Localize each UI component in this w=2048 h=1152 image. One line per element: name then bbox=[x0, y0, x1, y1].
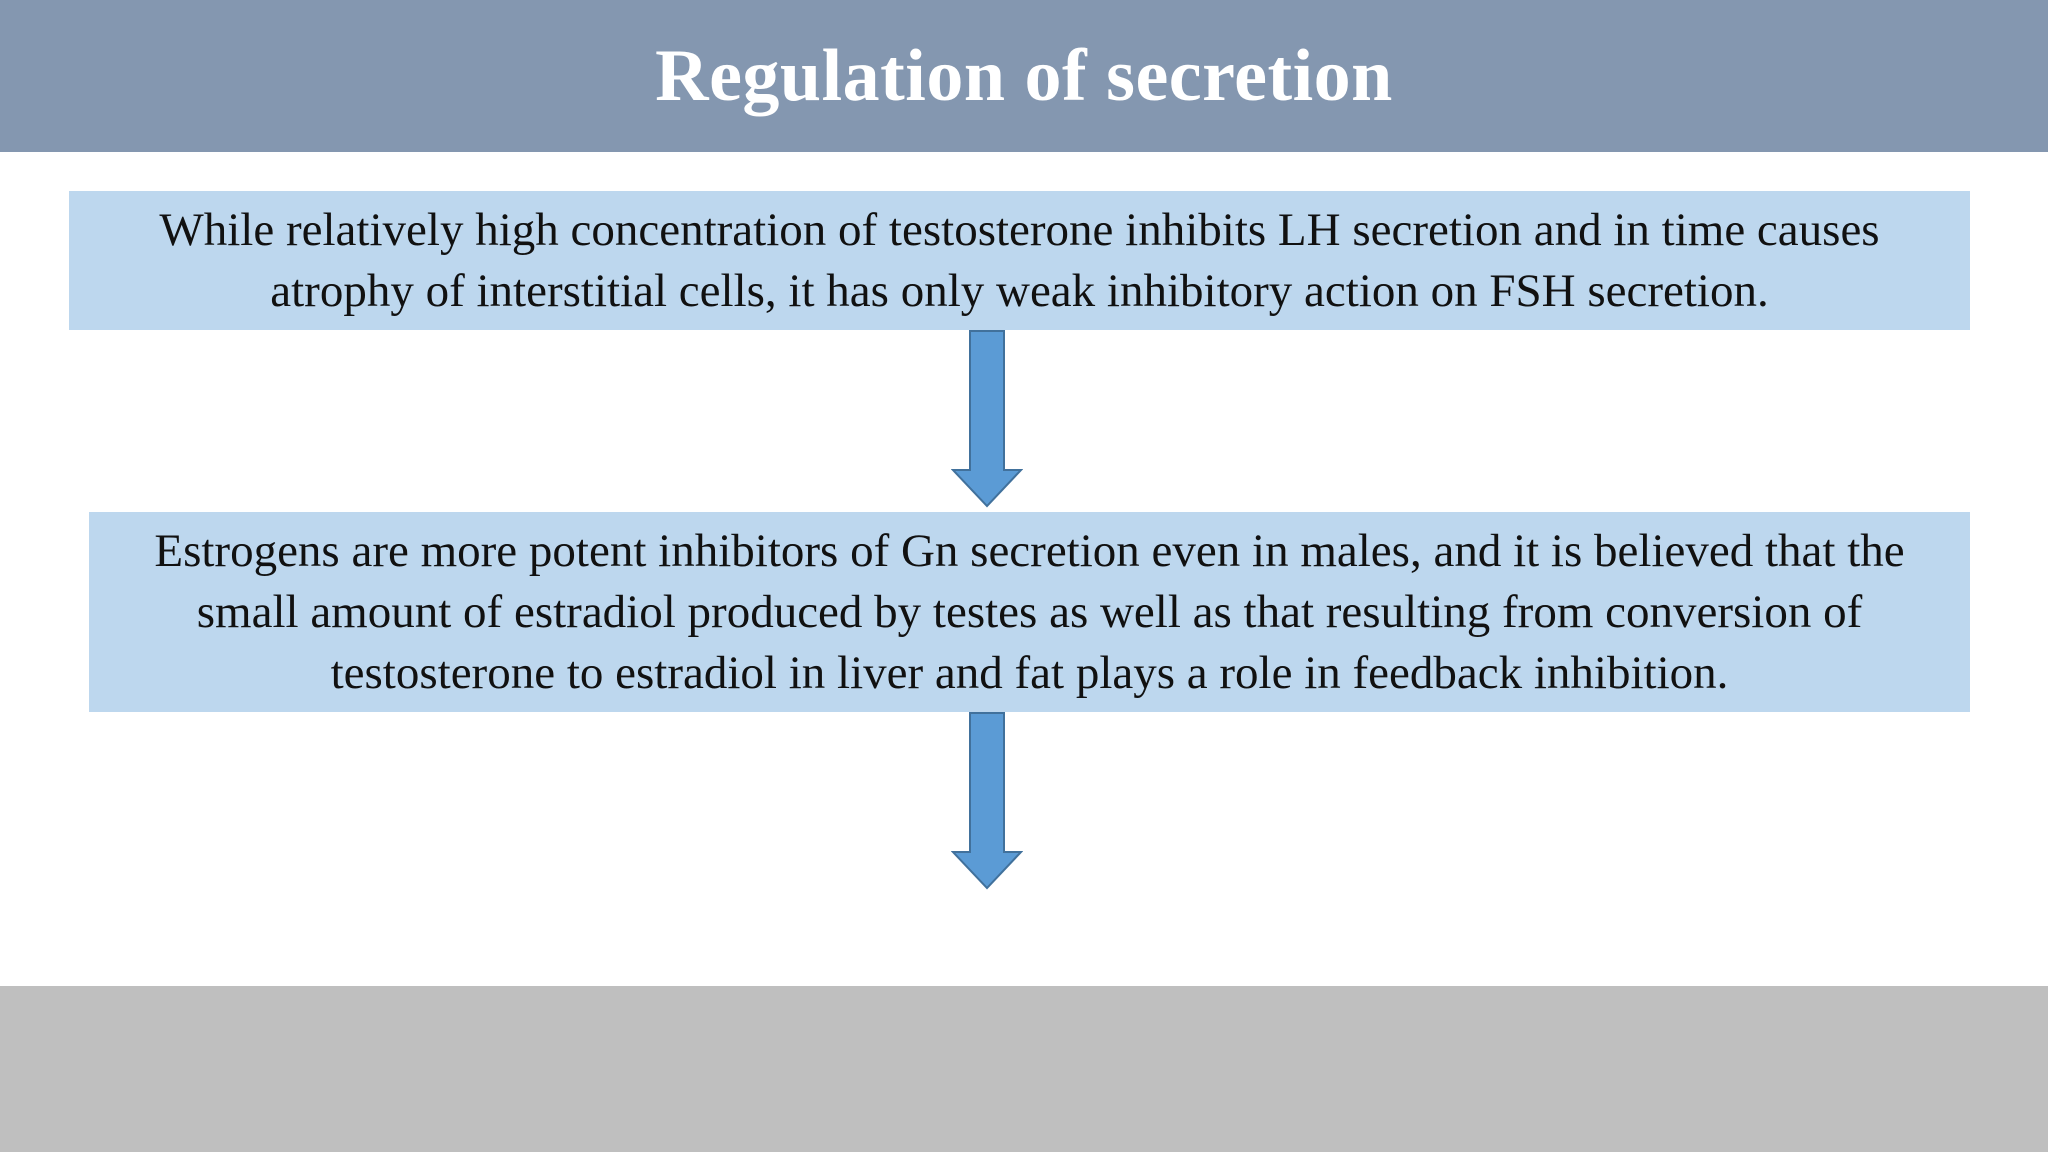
flow-box-testosterone: While relatively high concentration of t… bbox=[69, 191, 1970, 330]
slide-title: Regulation of secretion bbox=[655, 34, 1393, 117]
flow-box-text: Estrogens are more potent inhibitors of … bbox=[154, 524, 1905, 699]
down-arrow-icon bbox=[951, 712, 1023, 890]
flow-box-estrogens: Estrogens are more potent inhibitors of … bbox=[89, 512, 1970, 712]
down-arrow-icon bbox=[951, 330, 1023, 508]
title-bar: Regulation of secretion bbox=[0, 0, 2048, 152]
flow-box-text: While relatively high concentration of t… bbox=[159, 203, 1880, 317]
footer-bar bbox=[0, 986, 2048, 1152]
